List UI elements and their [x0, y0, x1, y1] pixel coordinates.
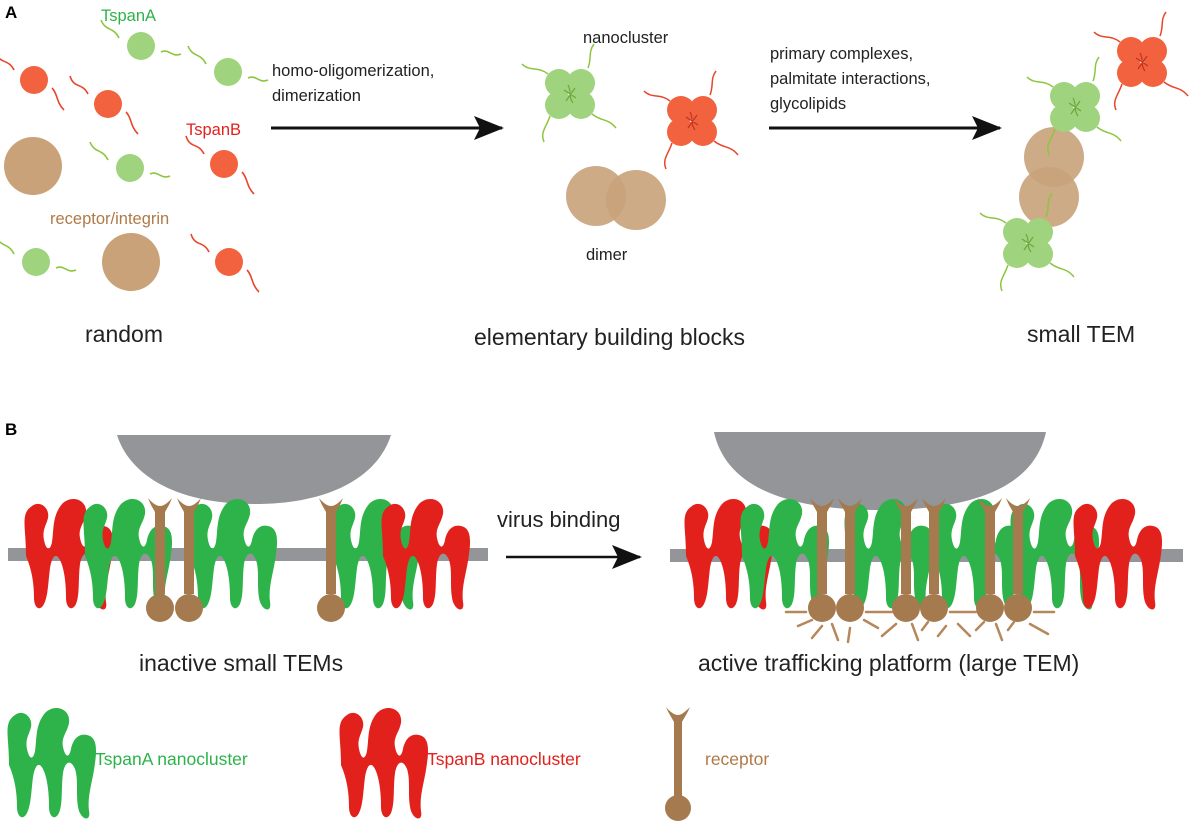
- small-tem-red-cluster: [1093, 11, 1189, 111]
- panel-b-letter: B: [5, 420, 17, 439]
- virus-particle-left: [117, 435, 391, 504]
- legend-receptor-label: receptor: [705, 749, 769, 769]
- random-molecules: [0, 19, 269, 293]
- active-caption: active trafficking platform (large TEM): [698, 650, 1079, 676]
- arrow-1-label-line1: homo-oligomerization,: [272, 62, 434, 80]
- green-nanocluster: [521, 43, 617, 143]
- tspan-b-nanocluster: [1073, 499, 1163, 610]
- red-nanocluster: [643, 70, 739, 170]
- legend-tspan-a-swatch: [7, 708, 97, 819]
- virus-particle-right: [714, 432, 1046, 510]
- panel-a: A TspanA TspanB receptor/integrin homo-o…: [0, 3, 1189, 350]
- legend-tspan-b-swatch: [339, 708, 429, 819]
- arrow-1-label-line2: dimerization: [272, 87, 361, 105]
- legend-tspan-a-label: TspanA nanocluster: [95, 749, 248, 769]
- tspan-a-molecule: [0, 235, 77, 277]
- tspan-a-label: TspanA: [101, 7, 156, 25]
- panel-b: B inactive small TEMs virus binding: [5, 420, 1183, 676]
- tspan-a-nanocluster: [932, 499, 1022, 610]
- nanocluster-label: nanocluster: [583, 29, 669, 47]
- legend-tspan-b-label: TspanB nanocluster: [427, 749, 581, 769]
- stage-small-tem-label: small TEM: [1027, 321, 1135, 347]
- virus-binding-label: virus binding: [497, 507, 621, 532]
- legend: TspanA nanocluster TspanB nanocluster re…: [7, 707, 769, 821]
- tspan-a-nanocluster: [188, 499, 278, 610]
- tspan-b-nanocluster: [381, 499, 471, 610]
- tspan-a-molecule: [100, 19, 182, 61]
- tspan-a-molecule: [187, 45, 269, 87]
- tspan-b-molecule: [185, 135, 255, 195]
- legend-receptor-swatch: [665, 707, 691, 821]
- arrow-2-label-line3: glycolipids: [770, 95, 846, 113]
- tspan-b-label: TspanB: [186, 121, 241, 139]
- tspan-a-molecule: [89, 141, 171, 183]
- panel-a-letter: A: [5, 3, 17, 22]
- signaling-lines: [784, 610, 1056, 644]
- tspan-b-molecule: [69, 75, 139, 135]
- receptor-integrin-circle: [102, 233, 160, 291]
- tspan-a-nanocluster: [844, 499, 934, 610]
- dimer: [566, 166, 666, 230]
- arrow-2-label-line2: palmitate interactions,: [770, 70, 931, 88]
- stage-random-label: random: [85, 321, 163, 347]
- tspan-a-nanocluster: [740, 499, 830, 610]
- inactive-caption: inactive small TEMs: [139, 650, 343, 676]
- arrow-2-label-line1: primary complexes,: [770, 45, 913, 63]
- small-tem: [979, 11, 1189, 292]
- receptor-integrin-circle: [4, 137, 62, 195]
- tspan-b-molecule: [190, 233, 260, 293]
- stage-building-blocks-label: elementary building blocks: [474, 324, 745, 350]
- tspan-b-molecule: [0, 51, 65, 111]
- dimer-label: dimer: [586, 246, 628, 264]
- receptor-integrin-label: receptor/integrin: [50, 210, 169, 228]
